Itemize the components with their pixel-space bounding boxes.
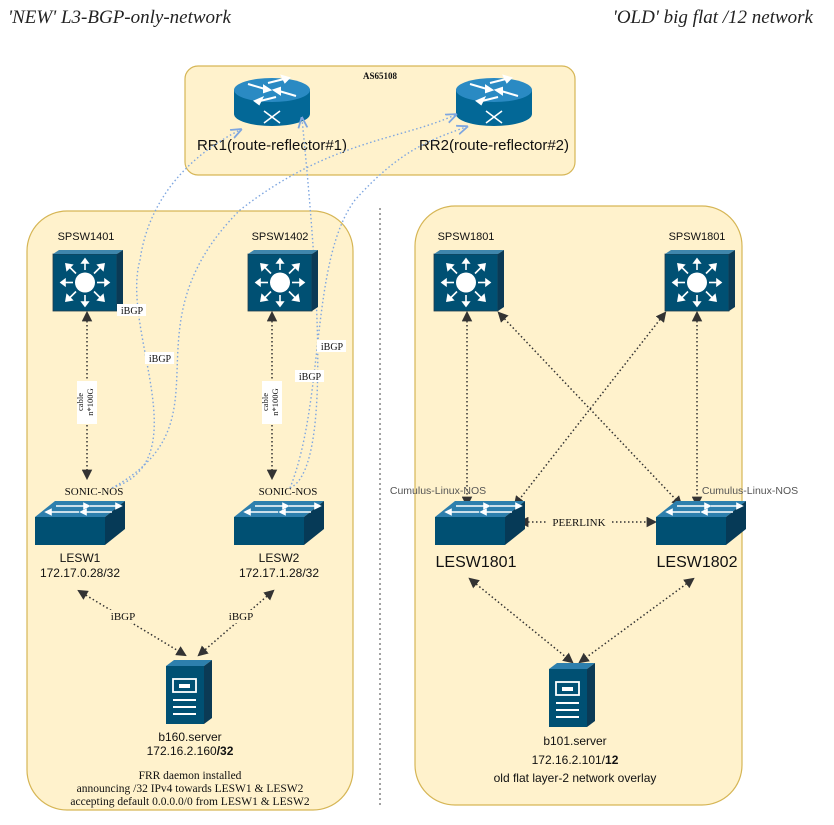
cable-speed-label-2: n*100G (270, 388, 280, 415)
old-network-note: old flat layer-2 network overlay (494, 771, 657, 785)
rr1-label: RR1(route-reflector#1) (197, 137, 347, 154)
b160-server-label: b160.server (158, 730, 221, 744)
frr-note-line-3: accepting default 0.0.0.0/0 from LESW1 &… (70, 796, 309, 808)
peerlink-label: PEERLINK (552, 517, 605, 529)
spsw1402-label: SPSW1402 (252, 231, 309, 243)
ibgp-link-lesw1-rr2 (111, 115, 455, 489)
ibgp-label-bg-2 (145, 352, 174, 364)
b101-server-label: b101.server (543, 734, 606, 748)
ibgp-label-bg-4 (295, 370, 324, 382)
lesw1802-label: LESW1802 (657, 554, 738, 571)
cable-speed-label-1: n*100G (85, 388, 95, 415)
lesw1-ip: 172.17.0.28/32 (40, 566, 120, 580)
frr-note-line-2: announcing /32 IPv4 towards LESW1 & LESW… (77, 783, 304, 795)
ibgp-label-5: iBGP (111, 611, 135, 623)
spsw1801-b-switch-icon (664, 249, 736, 312)
ibgp-label-2: iBGP (149, 354, 172, 365)
spsw1801-b-label: SPSW1801 (669, 231, 726, 243)
lesw1-switch-icon (34, 500, 126, 546)
cable-label-2: cable (260, 393, 270, 411)
ibgp-label-3: iBGP (321, 342, 344, 353)
as-label: AS65108 (363, 71, 398, 81)
ibgp-label-4: iBGP (299, 372, 322, 383)
spsw1801-a-label: SPSW1801 (438, 231, 495, 243)
spsw1401-switch-icon (52, 249, 124, 312)
b160-server-icon (165, 659, 213, 725)
frr-note-line-1: FRR daemon installed (139, 770, 242, 782)
cable-label-1: cable (75, 393, 85, 411)
ibgp-label-1: iBGP (121, 306, 144, 317)
ibgp-link-lesw2-rr2 (289, 127, 466, 489)
ibgp-link-lesw1-rr1 (111, 130, 240, 489)
spsw1801-a-switch-icon (433, 249, 505, 312)
lesw2-nos-label: SONIC-NOS (259, 486, 318, 498)
lesw2-ip: 172.17.1.28/32 (239, 566, 319, 580)
spsw1402-switch-icon (247, 249, 319, 312)
spsw1401-label: SPSW1401 (58, 231, 115, 243)
ibgp-label-bg-5 (106, 610, 140, 623)
b160-server-ip: 172.16.2.160/32 (147, 744, 234, 758)
lesw2-label: LESW2 (259, 551, 300, 565)
lesw1802-switch-icon (655, 500, 747, 546)
lesw1-label: LESW1 (60, 551, 101, 565)
new-network-title: 'NEW' L3-BGP-only-network (8, 7, 231, 28)
lesw1801-switch-icon (434, 500, 526, 546)
lesw1802-nos-label: Cumulus-Linux-NOS (702, 485, 798, 497)
peerlink-label-bg (546, 516, 612, 529)
ibgp-label-bg-6 (224, 610, 258, 623)
ibgp-label-bg-3 (317, 340, 346, 352)
ibgp-link-lesw2-rr1 (289, 119, 319, 489)
b101-server-icon (548, 662, 596, 728)
lesw1-nos-label: SONIC-NOS (65, 486, 124, 498)
rr1-router-icon (233, 75, 311, 127)
ibgp-link-lesw1-server (77, 589, 187, 657)
old-network-title: 'OLD' big flat /12 network (613, 7, 814, 28)
lesw1801-label: LESW1801 (436, 554, 517, 571)
link-spsw1801b-lesw1801 (513, 311, 667, 507)
b101-server-ip: 172.16.2.101/12 (532, 753, 619, 767)
rr2-router-icon (455, 75, 533, 127)
ibgp-label-6: iBGP (229, 611, 253, 623)
link-lesw1802-server (578, 577, 695, 664)
ibgp-label-bg-1 (117, 304, 146, 316)
rr2-label: RR2(route-reflector#2) (419, 137, 569, 154)
lesw2-switch-icon (233, 500, 325, 546)
lesw1801-nos-label: Cumulus-Linux-NOS (390, 485, 486, 497)
cable-label-bg-2 (262, 381, 282, 424)
cable-label-bg-1 (77, 381, 97, 424)
